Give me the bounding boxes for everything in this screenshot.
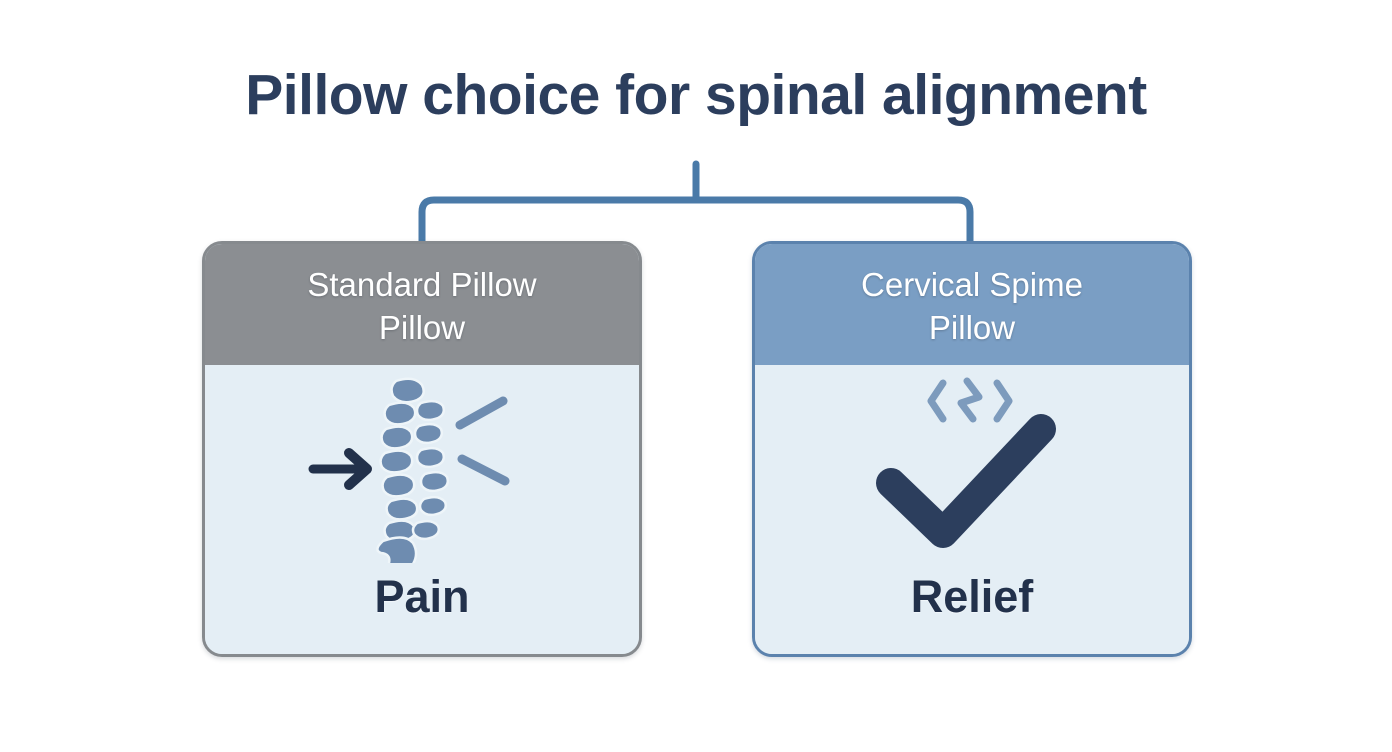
card-standard-body: Pain [205,365,639,654]
card-cervical-icon-stage [755,365,1189,570]
vertebrae-group [376,377,450,563]
card-cervical-header-line2: Pillow [928,308,1016,346]
connector-bar [418,196,974,246]
pain-radiating-lines-icon [455,396,510,485]
checkmark-icon [876,413,1056,548]
arrow-right-icon [308,447,372,490]
card-standard-header: Standard Pillow Pillow [205,244,639,365]
card-standard-header-line2: Pillow [378,308,466,346]
card-cervical-pillow[interactable]: Cervical Spime Pillow Relief [752,241,1192,657]
card-cervical-header: Cervical Spime Pillow [755,244,1189,365]
card-standard-outcome-label: Pain [374,571,470,622]
card-cervical-body: Relief [755,365,1189,654]
page-title: Pillow choice for spinal alignment [245,63,1147,127]
checkmark-relief-icon [876,377,1056,548]
relief-zigzag-lines-icon [927,377,1013,422]
card-standard-header-line1: Standard Pillow [307,266,537,304]
card-standard-pillow[interactable]: Standard Pillow Pillow [202,241,642,657]
card-cervical-header-line1: Cervical Spime [861,266,1083,304]
card-cervical-outcome-label: Relief [910,571,1034,622]
spine-misaligned-icon [308,377,510,563]
card-standard-icon-stage [205,365,639,570]
